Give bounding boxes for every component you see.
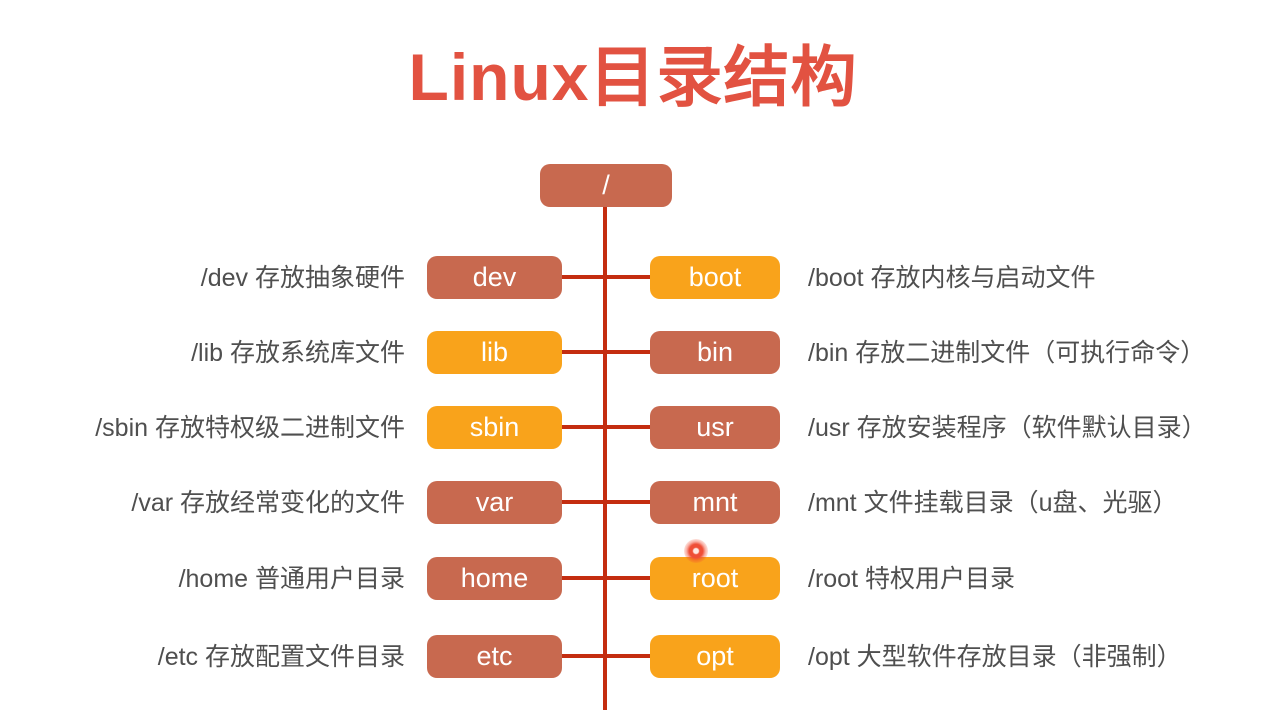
lib-node: lib [427,331,562,374]
connector-line [556,425,656,429]
root-directory-node: / [540,164,672,207]
mnt-description: /mnt 文件挂载目录（u盘、光驱） [808,489,1178,517]
root-home-description: /root 特权用户目录 [808,565,1015,593]
boot-node: boot [650,256,780,299]
var-description: /var 存放经常变化的文件 [131,489,405,517]
etc-description: /etc 存放配置文件目录 [157,643,405,671]
bin-node: bin [650,331,780,374]
usr-node: usr [650,406,780,449]
bin-description: /bin 存放二进制文件（可执行命令） [808,339,1206,367]
mnt-node: mnt [650,481,780,524]
var-node: var [427,481,562,524]
opt-description: /opt 大型软件存放目录（非强制） [808,643,1182,671]
connector-line [556,500,656,504]
boot-description: /boot 存放内核与启动文件 [808,264,1096,292]
connector-line [556,275,656,279]
page-title: Linux目录结构 [408,40,858,114]
connector-line [556,576,656,580]
home-node: home [427,557,562,600]
connector-line [556,350,656,354]
sbin-node: sbin [427,406,562,449]
home-description: /home 普通用户目录 [178,565,405,593]
dev-description: /dev 存放抽象硬件 [200,264,405,292]
tree-trunk-line [603,206,607,710]
lib-description: /lib 存放系统库文件 [191,339,405,367]
etc-node: etc [427,635,562,678]
root-home-node: root [650,557,780,600]
sbin-description: /sbin 存放特权级二进制文件 [95,414,405,442]
connector-line [556,654,656,658]
usr-description: /usr 存放安装程序（软件默认目录） [808,414,1207,442]
dev-node: dev [427,256,562,299]
laser-pointer-dot [684,539,708,563]
opt-node: opt [650,635,780,678]
